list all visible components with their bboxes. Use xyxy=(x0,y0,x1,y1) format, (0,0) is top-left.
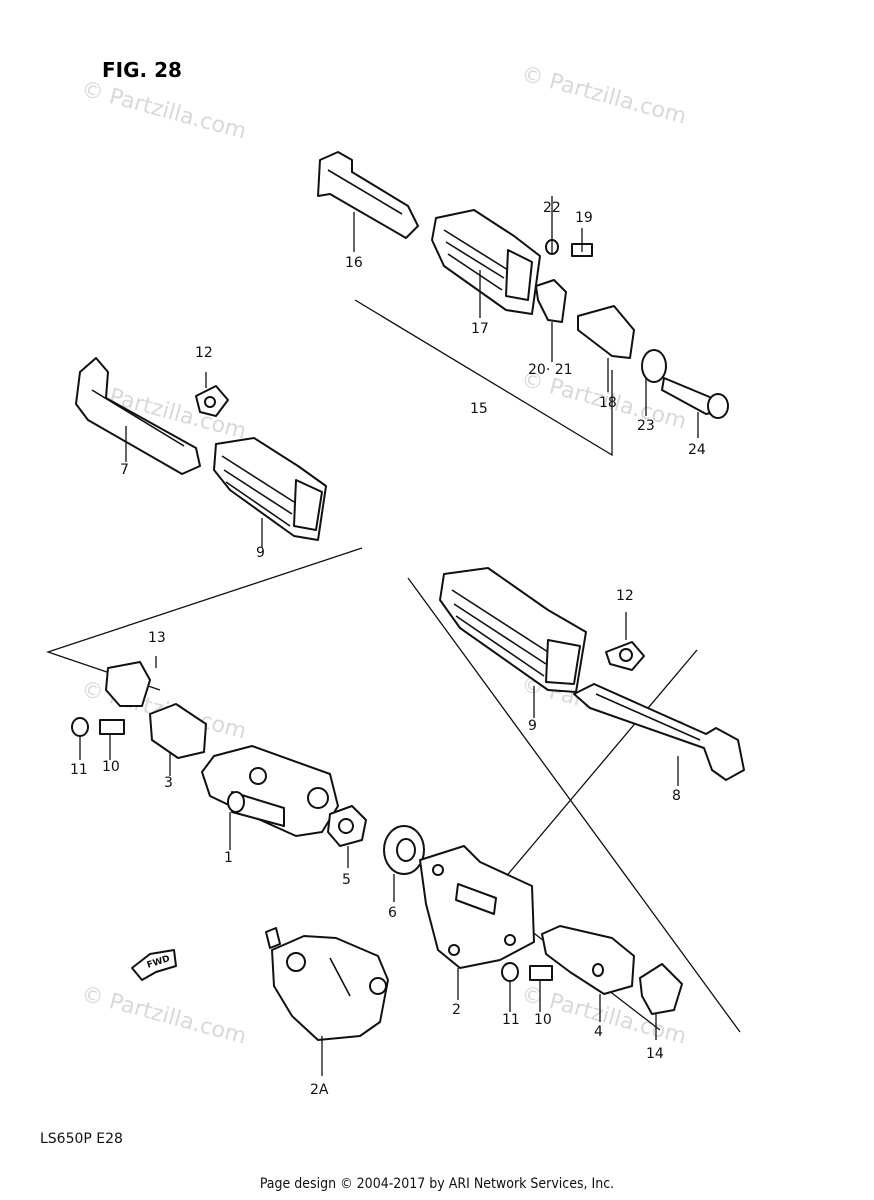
callout-22: 22 xyxy=(543,200,561,216)
callout-4: 4 xyxy=(594,1024,603,1040)
figure-code: LS650P E28 xyxy=(40,1131,123,1147)
watermark: © Partzilla.com xyxy=(78,77,248,145)
right-footrest-bar xyxy=(573,683,745,781)
callout-11-left: 11 xyxy=(70,762,88,778)
forward-arrow-icon: FWD xyxy=(131,949,177,981)
nut-5 xyxy=(327,805,367,847)
right-bolt-cap xyxy=(501,962,553,982)
right-bracket-2 xyxy=(419,845,535,969)
front-footrest-bar xyxy=(75,357,201,475)
rear-footrest-bolt xyxy=(641,349,729,419)
rear-footrest-bar xyxy=(317,151,419,239)
callout-5: 5 xyxy=(342,872,351,888)
callout-2a: 2A xyxy=(310,1082,329,1098)
callout-11-right: 11 xyxy=(502,1012,520,1028)
callout-20-21: 20· 21 xyxy=(528,362,573,378)
callout-12-left: 12 xyxy=(195,345,213,361)
right-holder-4 xyxy=(541,925,635,995)
subframe-2a xyxy=(265,927,389,1041)
callout-6: 6 xyxy=(388,905,397,921)
front-footrest-rubber xyxy=(213,437,327,541)
callout-12-right: 12 xyxy=(616,588,634,604)
callout-13: 13 xyxy=(148,630,166,646)
front-footrest-pin xyxy=(195,385,229,417)
right-footrest-rubber xyxy=(439,567,587,693)
front-footrest-bracket-1 xyxy=(201,745,339,837)
front-holder-3 xyxy=(149,703,207,759)
leader-lines xyxy=(79,196,699,1076)
callout-numbers: 16 17 22 19 20· 21 18 15 23 24 12 7 9 12… xyxy=(70,200,706,1098)
callout-8: 8 xyxy=(672,788,681,804)
rear-footrest-rubber xyxy=(431,209,541,315)
callout-15: 15 xyxy=(470,401,488,417)
callout-18: 18 xyxy=(599,395,617,411)
callout-2: 2 xyxy=(452,1002,461,1018)
watermark: © Partzilla.com xyxy=(518,62,688,130)
callout-3: 3 xyxy=(164,775,173,791)
washer-6 xyxy=(383,825,425,875)
callout-16: 16 xyxy=(345,255,363,271)
callout-17: 17 xyxy=(471,321,489,337)
watermark: © Partzilla.com xyxy=(78,982,248,1050)
right-bracket-plate-14 xyxy=(639,963,683,1015)
callout-23: 23 xyxy=(637,418,655,434)
page-footer: Page design © 2004-2017 by ARI Network S… xyxy=(259,1176,615,1192)
callout-10-right: 10 xyxy=(534,1012,552,1028)
callout-10-left: 10 xyxy=(102,759,120,775)
callout-19: 19 xyxy=(575,210,593,226)
front-bolt-cap xyxy=(71,717,125,737)
rear-footrest-bracket xyxy=(577,305,635,359)
callout-14: 14 xyxy=(646,1046,664,1062)
callout-9-right: 9 xyxy=(528,718,537,734)
figure-title: FIG. 28 xyxy=(102,58,182,82)
callout-9-left: 9 xyxy=(256,545,265,561)
right-footrest-pin xyxy=(605,641,645,671)
callout-24: 24 xyxy=(688,442,706,458)
rear-footrest-plate xyxy=(535,279,567,323)
callout-1: 1 xyxy=(224,850,233,866)
front-bracket-plate xyxy=(105,661,151,707)
small-bolts-top xyxy=(545,239,593,257)
callout-7: 7 xyxy=(120,462,129,478)
